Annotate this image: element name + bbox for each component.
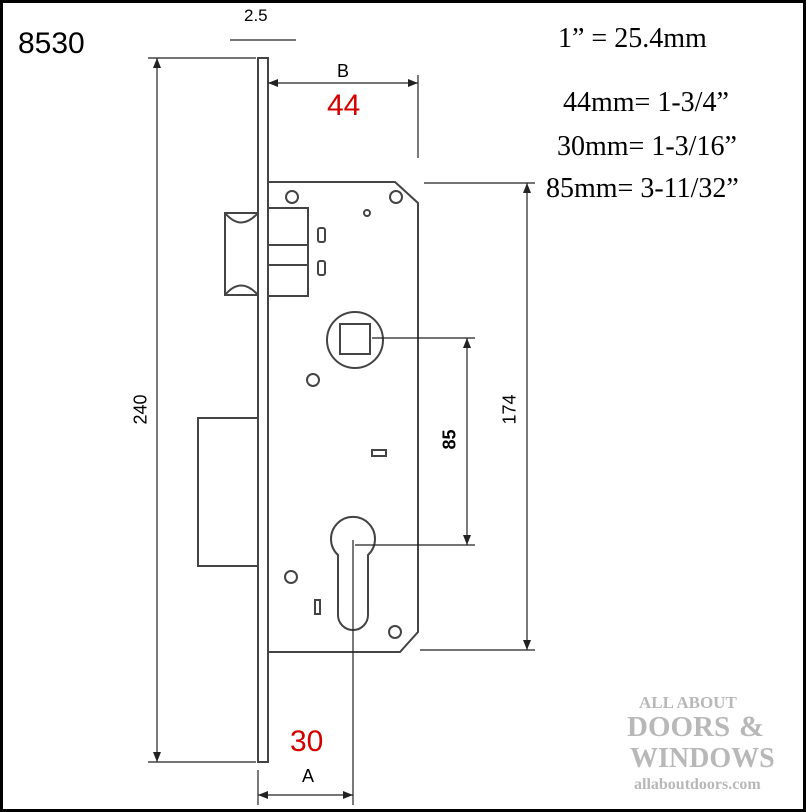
screw-hole [306, 373, 320, 387]
model-number: 8530 [18, 27, 85, 60]
case-height-label: 174 [499, 394, 520, 425]
conversion-30: 30mm= 1-3/16” [557, 131, 737, 162]
latch-bolt [224, 212, 259, 296]
screw-hole [389, 190, 403, 204]
screw-hole [388, 625, 402, 639]
dimension-a-label: A [302, 766, 315, 786]
watermark-line1: ALL ABOUT [639, 693, 737, 712]
center-distance-label: 85 [439, 429, 460, 450]
watermark-line2: DOORS [627, 711, 731, 743]
dimension-b-value: 44 [327, 89, 361, 122]
screw-hole [284, 570, 298, 584]
conversion-44: 44mm= 1-3/4” [563, 87, 729, 118]
watermark-ampersand: & [739, 710, 764, 743]
spindle-hub [326, 311, 384, 369]
faceplate-thickness-label: 2.5 [244, 6, 268, 25]
screw-hole [285, 190, 299, 204]
dimension-b-label: B [337, 61, 350, 81]
mortise-lock-drawing [148, 39, 535, 805]
watermark-line3: WINDOWS [630, 743, 775, 774]
deadbolt [197, 417, 259, 567]
conversion-inch: 1” = 25.4mm [558, 23, 707, 54]
watermark-url: allaboutdoors.com [634, 776, 761, 793]
cylinder-hole [330, 515, 376, 631]
screw-hole [363, 209, 371, 217]
lock-diagram: 8530 1” = 25.4mm 44mm= 1-3/4” 30mm= 1-3/… [3, 3, 803, 809]
lock-case [268, 181, 419, 653]
total-height-label: 240 [130, 394, 151, 425]
dimension-a-value: 30 [290, 725, 324, 758]
conversion-85: 85mm= 3-11/32” [546, 173, 739, 204]
faceplate [257, 57, 269, 763]
